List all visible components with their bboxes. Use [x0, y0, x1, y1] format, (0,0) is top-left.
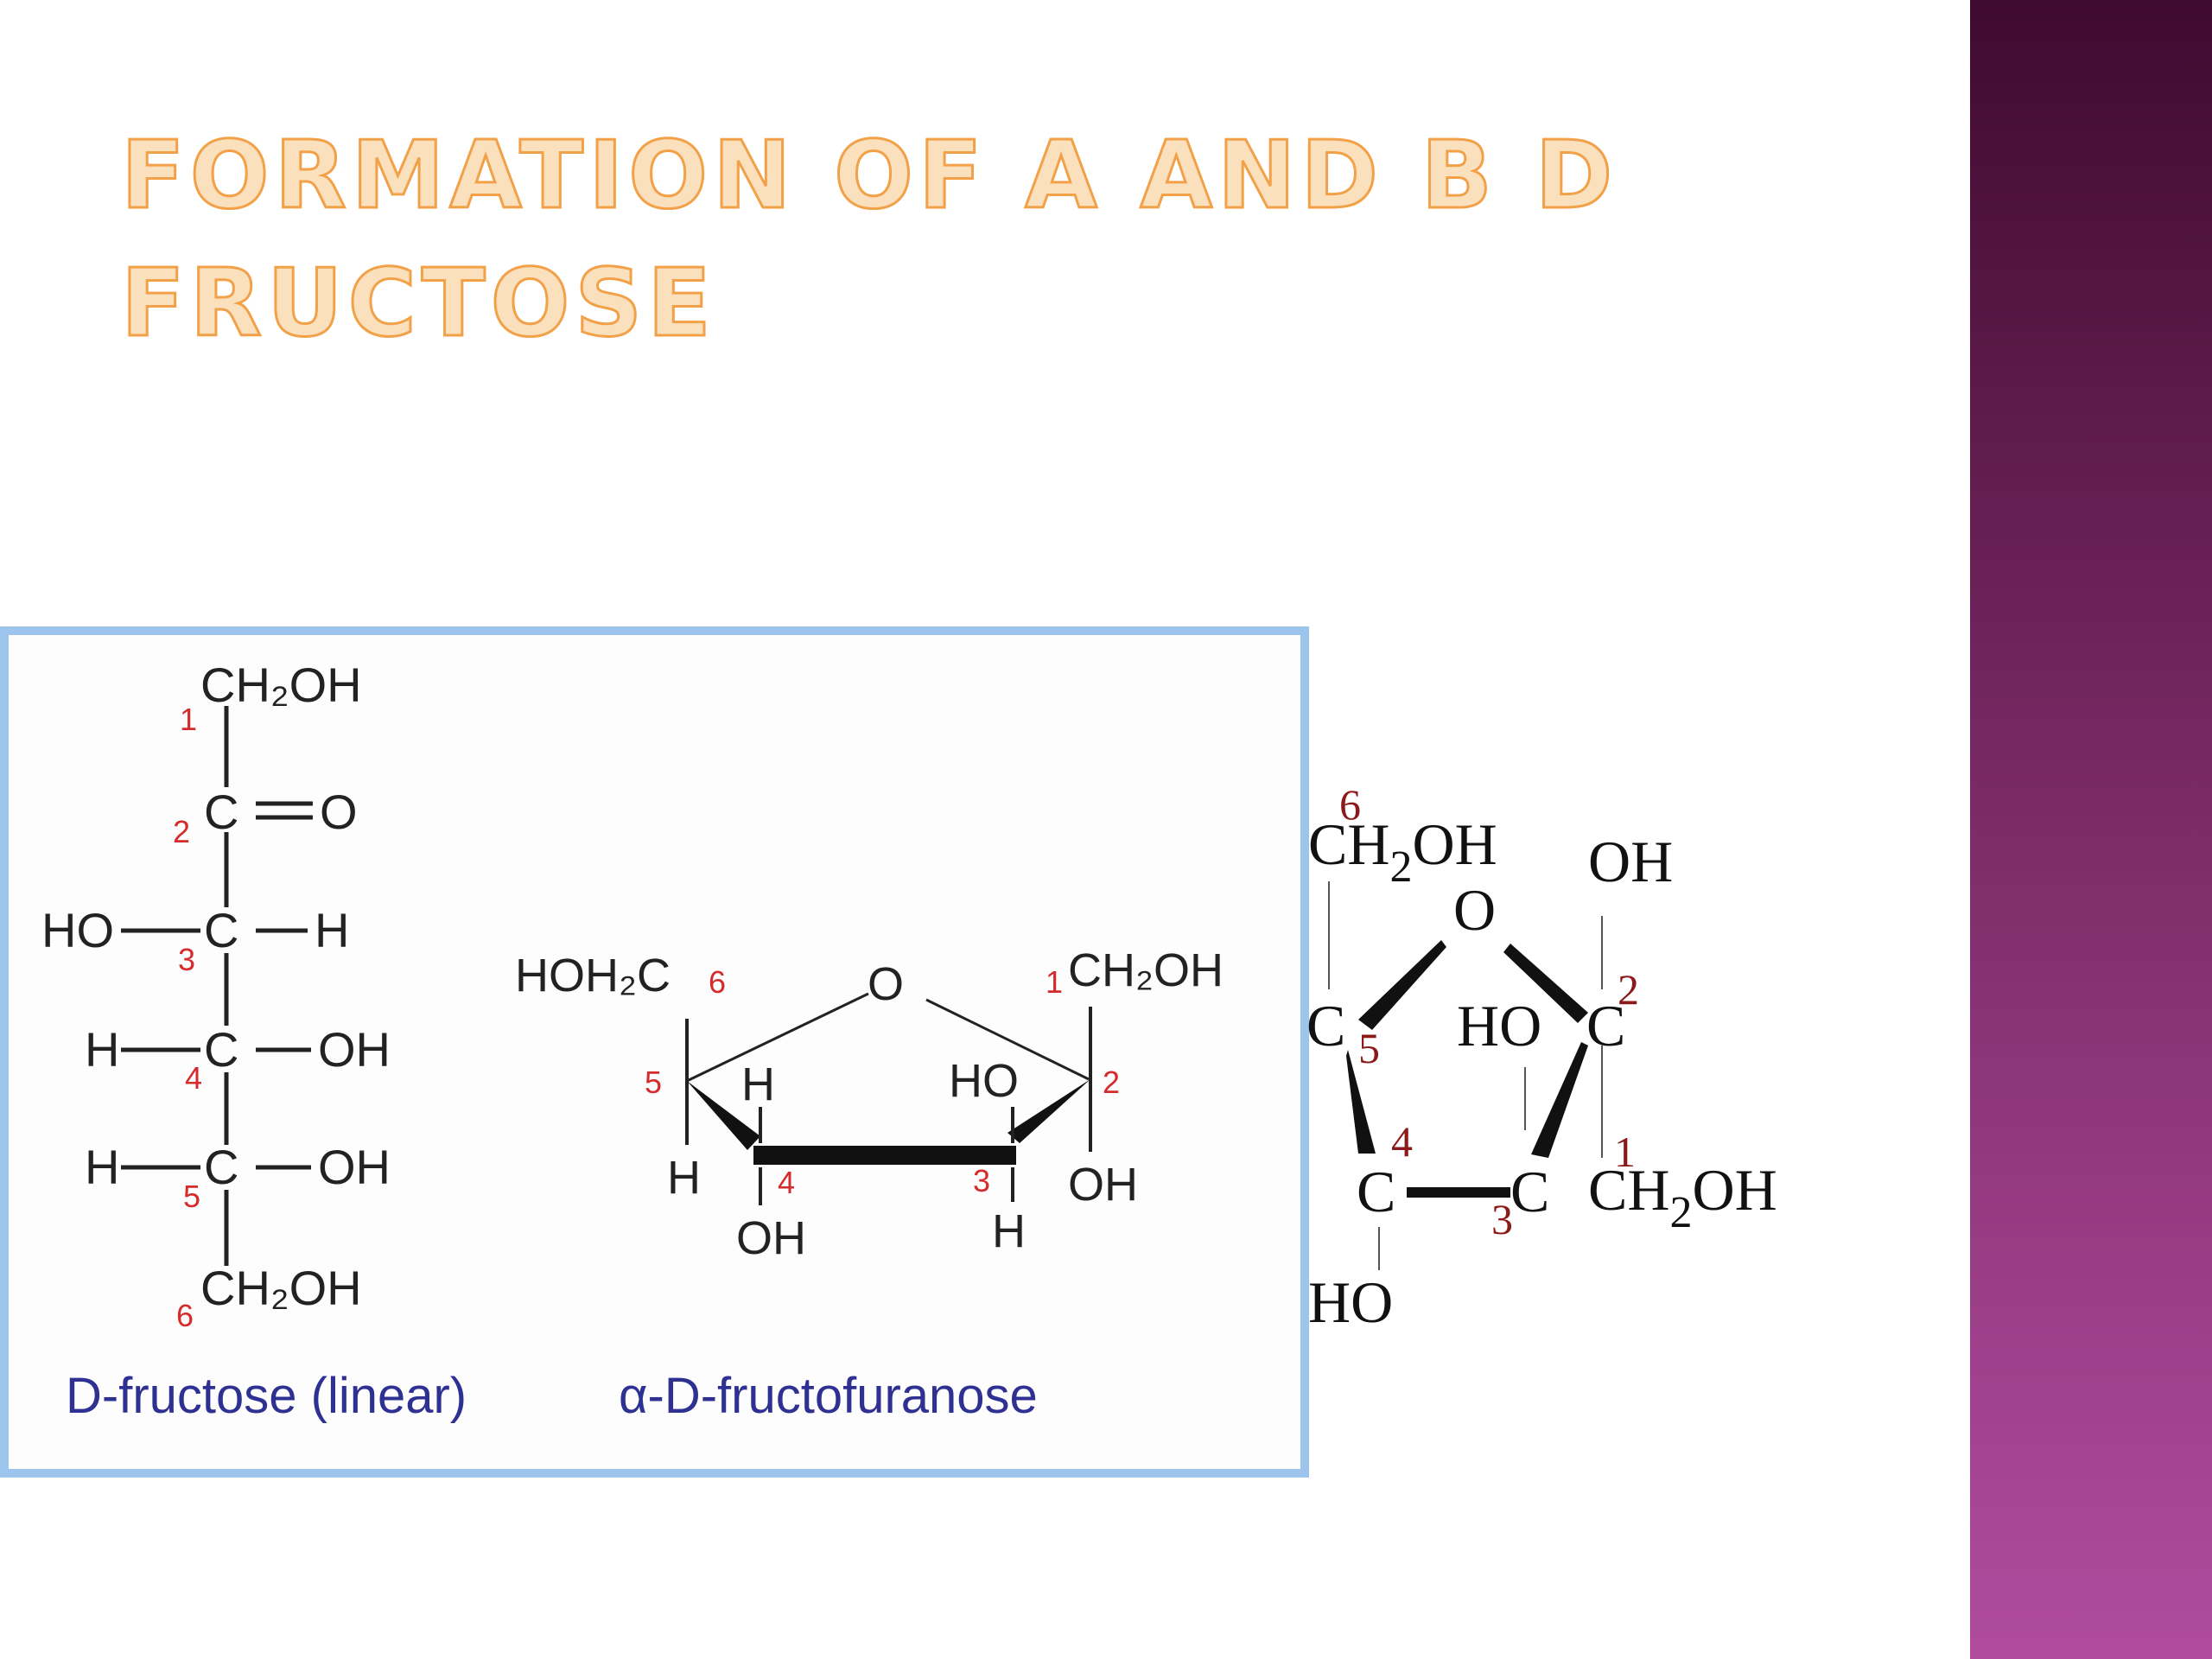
furanose-ho-c3: HO — [949, 1055, 1019, 1107]
furanose-number-6: 6 — [709, 964, 726, 1000]
furanose-hoh2c: HOH₂C — [515, 950, 671, 1001]
furanose-number-1: 1 — [1046, 964, 1063, 1000]
linear-c4-left: H — [85, 1022, 119, 1077]
ring-oh-top: OH — [1588, 829, 1673, 894]
linear-c2-oxygen: O — [320, 785, 358, 839]
furanose-ring-diagram: CH2OH OH O C HO C C C CH2OH HO 6 5 4 3 2… — [1306, 780, 1777, 1335]
furanose-number-2: 2 — [1103, 1065, 1120, 1100]
ring-ch-top: CH2OH — [1308, 811, 1497, 892]
furanose-number-5: 5 — [645, 1065, 662, 1100]
furanose-h-c3-down: H — [992, 1205, 1026, 1257]
furanose-h-c4-top: H — [741, 1058, 775, 1110]
linear-number-6: 6 — [176, 1298, 194, 1333]
linear-fructose: CH₂OH C O HO C H H C OH H C OH CH₂OH 1 2… — [41, 658, 391, 1333]
linear-c3-carbon: C — [204, 903, 238, 957]
linear-c6-group: CH₂OH — [200, 1261, 362, 1315]
linear-c5-right: OH — [318, 1140, 391, 1194]
furanose-oh-c4: OH — [736, 1212, 806, 1264]
furanose-caption: α-D-fructofuranose — [619, 1368, 1038, 1424]
ring-number-3: 3 — [1491, 1195, 1513, 1243]
linear-c4-carbon: C — [204, 1022, 238, 1077]
ring-number-6: 6 — [1339, 780, 1361, 829]
linear-caption: D-fructose (linear) — [66, 1368, 467, 1424]
furanose-number-4: 4 — [778, 1165, 795, 1200]
ring-c5: C — [1306, 993, 1345, 1058]
furanose-ch2oh: CH₂OH — [1068, 944, 1224, 996]
ring-ho-bottom: HO — [1308, 1269, 1393, 1335]
ring-ch-bottom: CH2OH — [1588, 1157, 1777, 1237]
linear-number-2: 2 — [173, 814, 190, 849]
ring-number-4: 4 — [1391, 1117, 1413, 1166]
linear-c3-left: HO — [41, 903, 114, 957]
ring-c4: C — [1357, 1159, 1395, 1224]
linear-number-1: 1 — [180, 702, 197, 737]
ring-c3: C — [1510, 1159, 1549, 1224]
linear-c2-carbon: C — [204, 785, 238, 839]
linear-number-5: 5 — [183, 1179, 200, 1214]
furanose-ring-oxygen: O — [868, 958, 904, 1010]
furanose-h-c5-down: H — [667, 1152, 701, 1204]
ring-number-5: 5 — [1358, 1024, 1380, 1072]
ring-oxygen: O — [1453, 877, 1496, 943]
decorative-side-band — [1970, 0, 2212, 1659]
linear-c3-right: H — [315, 903, 349, 957]
ring-number-2: 2 — [1618, 965, 1639, 1014]
ring-ho: HO — [1457, 993, 1541, 1058]
panel-border — [0, 626, 1309, 1478]
furanose-oh-c2: OH — [1068, 1159, 1138, 1211]
slide-title: Formation of a and B D fructose — [120, 121, 1618, 359]
linear-c5-carbon: C — [204, 1140, 238, 1194]
linear-c4-right: OH — [318, 1022, 391, 1077]
structure-panel: CH₂OH C O HO C H H C OH H C OH CH₂OH 1 2… — [0, 626, 1309, 1478]
fructofuranose-haworth: HOH₂C O CH₂OH H HO H OH H OH 6 5 4 3 2 1 — [515, 944, 1224, 1264]
furanose-number-3: 3 — [973, 1163, 990, 1198]
ring-c2: C — [1586, 993, 1625, 1058]
linear-c1-group: CH₂OH — [200, 658, 362, 712]
linear-number-3: 3 — [178, 942, 195, 977]
linear-c5-left: H — [85, 1140, 119, 1194]
ring-number-1: 1 — [1614, 1128, 1636, 1176]
linear-number-4: 4 — [185, 1060, 202, 1096]
